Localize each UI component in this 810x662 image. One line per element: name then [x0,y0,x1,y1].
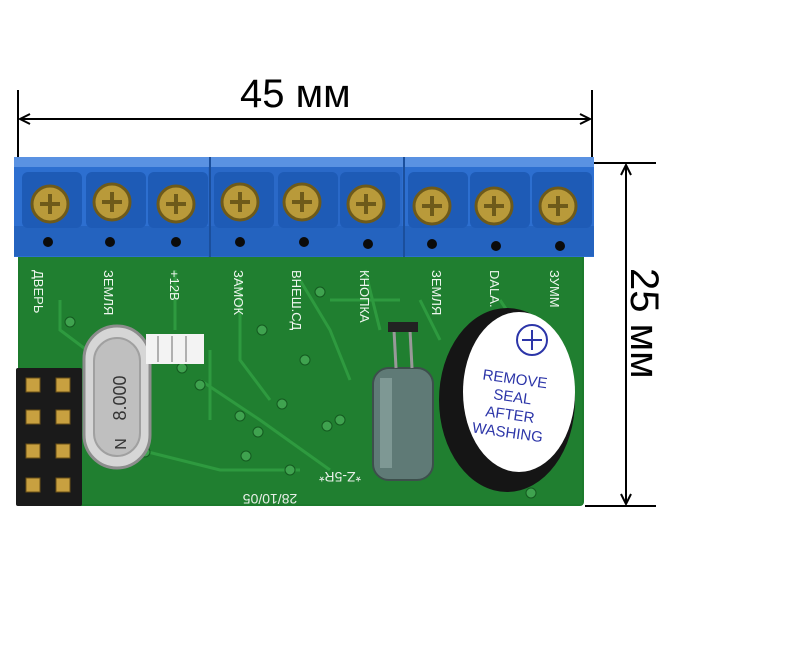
buzzer-text-line-2: SEAL [492,386,532,408]
height-dimension-line [585,162,656,507]
pcb-vias [64,286,537,499]
pin-label-ground-2: ЗЕМЛЯ [429,270,444,315]
pin-label-ground-1: ЗЕМЛЯ [101,270,116,315]
crystal-oscillator [82,324,152,470]
width-dimension-line [17,90,593,165]
width-dimension-label: 45 мм [240,72,351,116]
pcb-traces [58,269,522,472]
crystal-marking: 8.000 [110,375,130,420]
pin-header [16,368,82,506]
crystal-prefix: N [113,438,130,450]
silk-label-block [146,334,204,364]
pin-label-external-led: ВНЕШ.СД [289,270,304,330]
pin-label-button: КНОПКА [357,270,372,323]
pin-label-dala: DALA. [487,270,502,308]
board-version: *Z-5R* [318,469,361,485]
pin-label-12v: +12В [167,270,182,301]
pin-label-door: ДВЕРЬ [31,270,46,313]
pin-label-buzzer: ЗУММ [547,270,562,308]
board-date: 28/10/05 [243,491,298,507]
buzzer-text-line-3: AFTER [484,403,535,427]
pin-label-lock: ЗАМОК [231,270,246,315]
electrolytic-capacitor [372,322,434,481]
height-dimension-label: 25 мм [622,268,666,379]
buzzer [439,308,575,492]
terminal-screws [22,172,592,251]
